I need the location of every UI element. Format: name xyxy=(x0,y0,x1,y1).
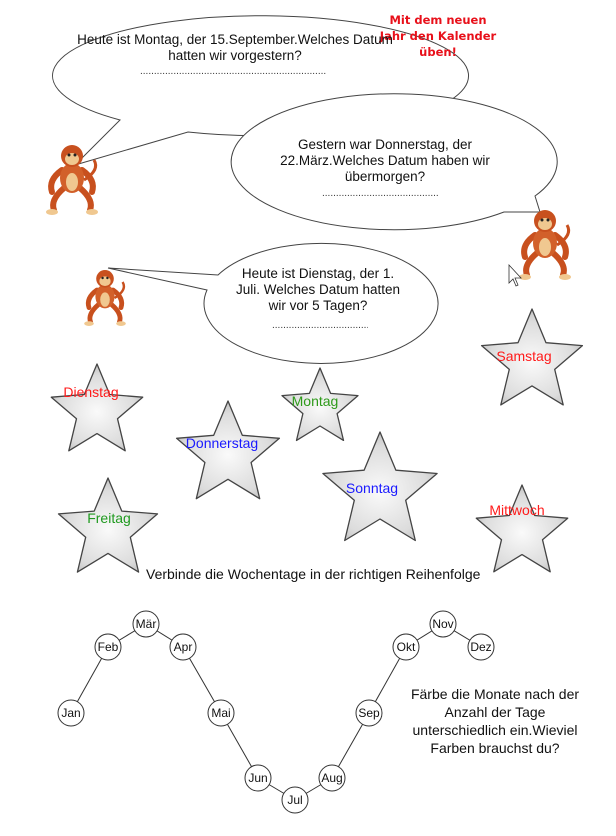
day-star-freitag[interactable]: Freitag xyxy=(87,510,131,526)
month-label[interactable]: Nov xyxy=(432,617,454,631)
monkey-illustration-2 xyxy=(519,210,571,280)
month-label[interactable]: Sep xyxy=(358,706,380,720)
bubble-3-answer-line[interactable]: .................................... xyxy=(272,320,368,331)
day-star-samstag[interactable]: Samstag xyxy=(496,348,552,364)
month-label[interactable]: Jul xyxy=(287,793,303,807)
bubble-2-answer-line[interactable]: ........................................… xyxy=(322,188,438,199)
star-shape-mittwoch xyxy=(475,484,569,573)
month-label[interactable]: Aug xyxy=(321,771,343,785)
day-star-mittwoch[interactable]: Mittwoch xyxy=(489,502,545,518)
month-label[interactable]: Jan xyxy=(61,706,81,720)
star-shape-sonntag xyxy=(322,431,438,542)
bubble-1-answer-line[interactable]: ........................................… xyxy=(140,66,326,77)
month-circle-mai[interactable] xyxy=(207,699,235,727)
worksheet-title: Mit dem neuen Jahr den Kalender üben! xyxy=(379,13,497,59)
month-label[interactable]: Feb xyxy=(97,640,119,654)
bubble-2-text: Gestern war Donnerstag, der 22.März.Welc… xyxy=(280,137,490,184)
star-shape-dienstag xyxy=(50,363,144,452)
month-label[interactable]: Mär xyxy=(135,617,157,631)
month-circle-jul[interactable] xyxy=(281,786,309,814)
day-star-donnerstag[interactable]: Donnerstag xyxy=(185,435,259,451)
speech-bubble-2 xyxy=(230,93,558,231)
star-shape-donnerstag xyxy=(175,400,281,500)
day-star-dienstag[interactable]: Dienstag xyxy=(63,384,119,400)
month-label[interactable]: Okt xyxy=(396,640,416,654)
star-shape-freitag xyxy=(57,477,159,573)
speech-bubble-3 xyxy=(107,242,439,364)
month-label[interactable]: Dez xyxy=(470,640,492,654)
bubble-3-text: Heute ist Dienstag, der 1. Juli. Welches… xyxy=(235,266,401,313)
month-circle-apr[interactable] xyxy=(169,633,197,661)
day-star-sonntag[interactable]: Sonntag xyxy=(345,480,399,496)
day-star-montag[interactable]: Montag xyxy=(291,393,339,409)
star-shape-montag xyxy=(281,367,359,442)
month-circle-jan[interactable] xyxy=(57,699,85,727)
month-circle-okt[interactable] xyxy=(392,633,420,661)
month-circle-jun[interactable] xyxy=(244,764,272,792)
month-circle-mär[interactable] xyxy=(132,610,160,638)
month-circle-feb[interactable] xyxy=(94,633,122,661)
mouse-cursor-icon xyxy=(508,263,522,287)
days-instruction: Verbinde die Wochentage in der richtigen… xyxy=(146,566,481,582)
months-task: Färbe die Monate nach der Anzahl der Tag… xyxy=(410,686,580,756)
month-circle-dez[interactable] xyxy=(467,633,495,661)
month-label[interactable]: Apr xyxy=(173,640,193,654)
month-label[interactable]: Mai xyxy=(211,706,231,720)
month-circle-sep[interactable] xyxy=(355,699,383,727)
monkey-illustration-1 xyxy=(46,145,98,215)
month-label[interactable]: Jun xyxy=(248,771,268,785)
month-circle-nov[interactable] xyxy=(429,610,457,638)
month-circle-aug[interactable] xyxy=(318,764,346,792)
bubble-1-text: Heute ist Montag, der 15.September.Welch… xyxy=(77,32,393,63)
star-shape-samstag xyxy=(480,308,584,406)
monkey-illustration-3 xyxy=(84,270,126,326)
